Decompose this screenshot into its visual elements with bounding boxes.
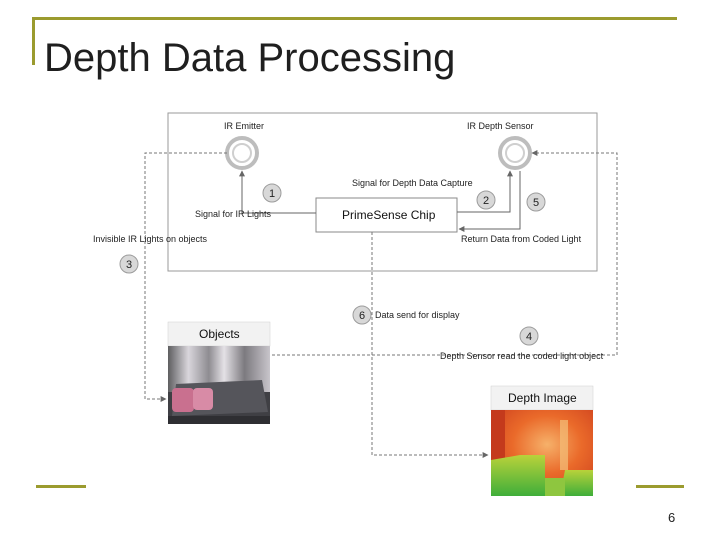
ir-depth-sensor-label: IR Depth Sensor [467,121,534,131]
objects-title: Objects [199,327,240,341]
step-number-3: 3 [126,259,132,271]
arrow-chip-to-sensor [457,170,513,213]
page-number: 6 [668,510,676,525]
kinect-device-box [167,112,598,272]
label-data-send: Data send for display [375,310,460,320]
depth-image-panel: Depth Image [490,385,594,496]
step-badge-3: 3 [119,254,139,274]
ir-sensor-outer-ring [498,136,532,170]
dashed-objects-to-sensor [272,150,618,356]
step-badge-6: 6 [352,305,372,325]
ir-sensor-inner-ring [505,143,525,163]
step-badge-5: 5 [526,192,546,212]
step-badge-4: 4 [519,326,539,346]
primesense-chip-label: PrimeSense Chip [342,208,436,222]
dashed-chip-to-depth-image [371,232,489,458]
slide-title: Depth Data Processing [44,36,456,80]
step-number-2: 2 [483,195,489,207]
frame-line-top [32,17,677,20]
arrow-chip-to-emitter [239,170,316,214]
label-sensor-read: Depth Sensor read the coded light object [440,351,604,361]
label-signal-ir-lights: Signal for IR Lights [195,209,272,219]
dashed-emitter-to-objects [144,152,227,402]
ir-emitter-inner-ring [232,143,252,163]
label-signal-depth-capture: Signal for Depth Data Capture [352,178,473,188]
depth-image-title: Depth Image [508,391,577,405]
ir-emitter-label: IR Emitter [224,121,264,131]
objects-title-bar [167,321,271,347]
arrow-sensor-to-chip [458,171,521,232]
depth-image-title-bar [490,385,594,411]
label-return-data: Return Data from Coded Light [461,234,582,244]
step-number-6: 6 [359,310,365,322]
frame-line-left [32,17,35,65]
depth-image-map [491,410,593,496]
step-number-5: 5 [533,197,539,209]
ir-depth-sensor: IR Depth Sensor [467,121,534,170]
step-badge-1: 1 [262,183,282,203]
primesense-chip-box [315,197,458,233]
step-number-1: 1 [269,188,275,200]
step-badge-2: 2 [476,190,496,210]
frame-line-bottom-left [36,485,86,488]
step-number-4: 4 [526,331,532,343]
objects-panel: Objects [167,321,271,424]
frame-line-bottom-right [636,485,684,488]
objects-photo [168,346,270,424]
label-invisible-ir: Invisible IR Lights on objects [93,234,208,244]
